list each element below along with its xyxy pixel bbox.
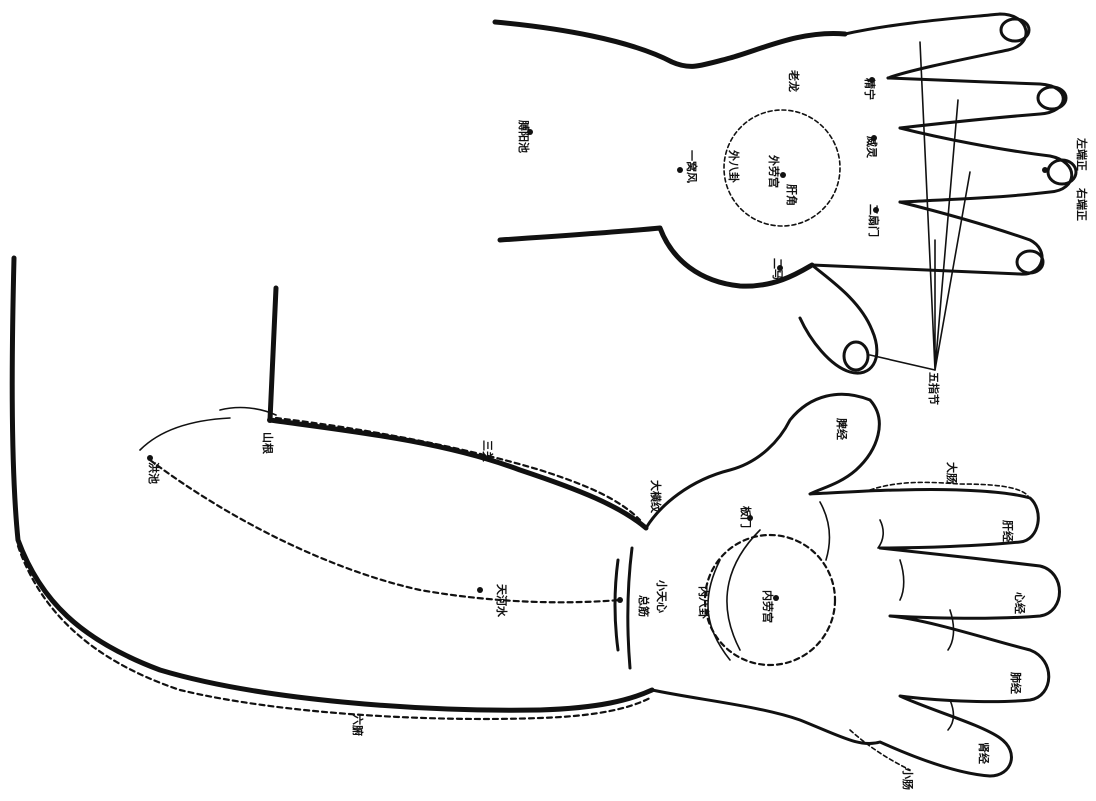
- label-laolong: 老龙: [787, 69, 801, 92]
- point-yiwofeng: [677, 167, 683, 173]
- elbow-wisps: [140, 408, 276, 450]
- back-nail-4: [1017, 251, 1043, 273]
- wuzhijie-lines: [920, 42, 970, 370]
- point-shanggen: [267, 417, 273, 423]
- point-yangchi: [477, 587, 483, 593]
- label-waibagua: 外八卦: [727, 149, 741, 183]
- label-dahengwen: 大横纹: [649, 480, 663, 514]
- point-duanzheng: [1042, 167, 1048, 173]
- label-xiaochang: 小肠: [901, 767, 915, 790]
- back-hand-bottom-edge: [500, 228, 812, 286]
- wuzhijie-leader: [870, 355, 935, 370]
- sanguan-line: [276, 418, 640, 520]
- label-zuoduanzheng: 左端正: [1075, 137, 1089, 171]
- label-jingning: 精宁: [863, 78, 877, 100]
- palm-and-forearm: [12, 258, 1059, 776]
- label-youduanzheng: 右端正: [1075, 187, 1089, 221]
- back-hand-finger-2: [888, 78, 1063, 128]
- label-neibagua: 内八卦: [697, 586, 711, 619]
- label-zongjin: 总筋: [637, 595, 651, 617]
- label-weiling: 威灵: [865, 136, 879, 159]
- back-hand-labels: 精宁 威灵 二扇门 外劳宫 外八卦 一窝风 膊阳池 老龙 二马 左端正 右端正 …: [517, 69, 1089, 405]
- label-hongchi: 洪池: [147, 462, 161, 484]
- wrist-creases: [615, 548, 632, 668]
- point-zongjin: [617, 597, 623, 603]
- label-wailaogong: 外劳宫: [767, 154, 781, 188]
- label-banmen: 板门: [739, 506, 753, 528]
- label-feijing: 肺经: [1009, 672, 1023, 694]
- label-ganjiao: 肝角: [785, 184, 799, 206]
- label-yiwofeng: 一窝风: [685, 150, 699, 183]
- label-ganjing: 肝经: [1001, 520, 1015, 542]
- label-wuzhijie: 五指节: [927, 372, 941, 405]
- label-xiaotianxin: 小天心: [655, 579, 669, 613]
- back-hand-finger-1: [845, 14, 1026, 78]
- label-ermajia: 二马: [771, 258, 784, 280]
- label-shanggen: 山根: [261, 432, 275, 455]
- label-shenjing: 肾经: [977, 742, 991, 764]
- back-hand-top-edge: [495, 22, 845, 66]
- label-liufu: 六腑: [351, 714, 365, 736]
- label-boyangchi: 膊阳池: [517, 119, 531, 153]
- label-tianheshui: 天河水: [495, 584, 509, 618]
- back-nail-thumb: [844, 342, 868, 370]
- back-hand-thumb: [800, 265, 877, 373]
- wailaogong-circle: [724, 110, 840, 226]
- label-pijing: 脾经: [835, 418, 849, 440]
- point-hongchi: [147, 455, 153, 461]
- label-dachang: 大肠: [945, 462, 959, 484]
- palm-labels: 脾经 肝经 心经 肺经 肾经 大肠 小肠 板门 内劳宫 内八卦 小天心 总筋 大…: [147, 418, 1027, 790]
- forearm-upper-line: [270, 288, 646, 528]
- label-sanguan: 三关: [481, 440, 495, 462]
- label-neilaogong: 内劳宫: [761, 590, 775, 623]
- liufu-line: [18, 546, 650, 719]
- label-ershanmen: 二扇门: [867, 204, 881, 237]
- label-xinjing: 心经: [1013, 592, 1027, 614]
